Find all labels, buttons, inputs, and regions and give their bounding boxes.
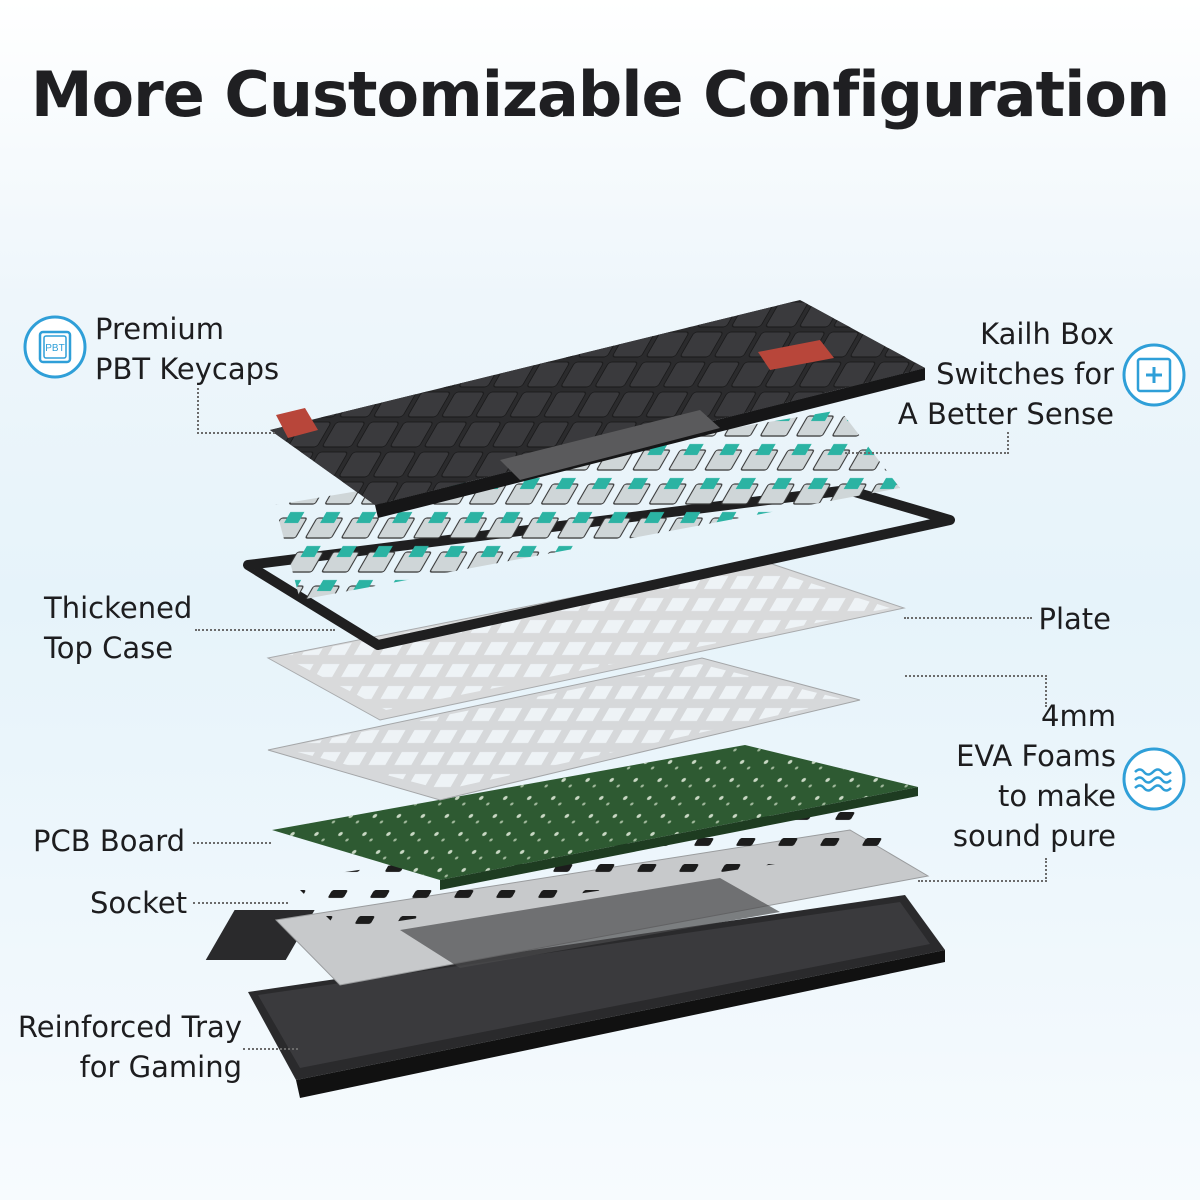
label-top-case: Thickened Top Case [44,591,193,665]
leader-keycaps [197,388,275,434]
leader-socket [193,902,288,904]
leader-switches [845,432,1009,454]
keycap-red-esc [276,408,318,438]
label-tray: Reinforced Tray for Gaming [17,1010,242,1084]
switch-icon [1122,343,1186,407]
leader-tray [243,1048,298,1050]
keycap-spacebar [500,410,720,480]
leader-top-case [195,629,335,631]
reinforced-tray [205,895,945,1098]
pcb-board [272,745,918,890]
keycap-layer [270,300,925,518]
leader-pcb [193,842,271,844]
label-keycaps: Premium PBT Keycaps [95,312,280,386]
label-plate: Plate [1038,602,1111,636]
label-switches: Kailh Box Switches for A Better Sense [897,317,1114,431]
pbt-icon-text: PBT [45,343,64,354]
eva-foam [267,657,861,801]
leader-plate [904,617,1032,619]
pbt-keycap-icon: PBT [23,315,87,379]
label-socket: Socket [90,886,188,920]
label-foam: 4mm EVA Foams to make sound pure [952,699,1116,853]
socket-layer [290,800,900,930]
wave-icon [1122,747,1186,811]
switch-layer [275,410,900,600]
leader-foam-bottom [918,858,1047,882]
page-title: More Customizable Configuration [30,58,1170,131]
label-pcb: PCB Board [33,824,186,858]
keycap-red-enter [758,340,834,370]
leader-foam [905,675,1047,707]
